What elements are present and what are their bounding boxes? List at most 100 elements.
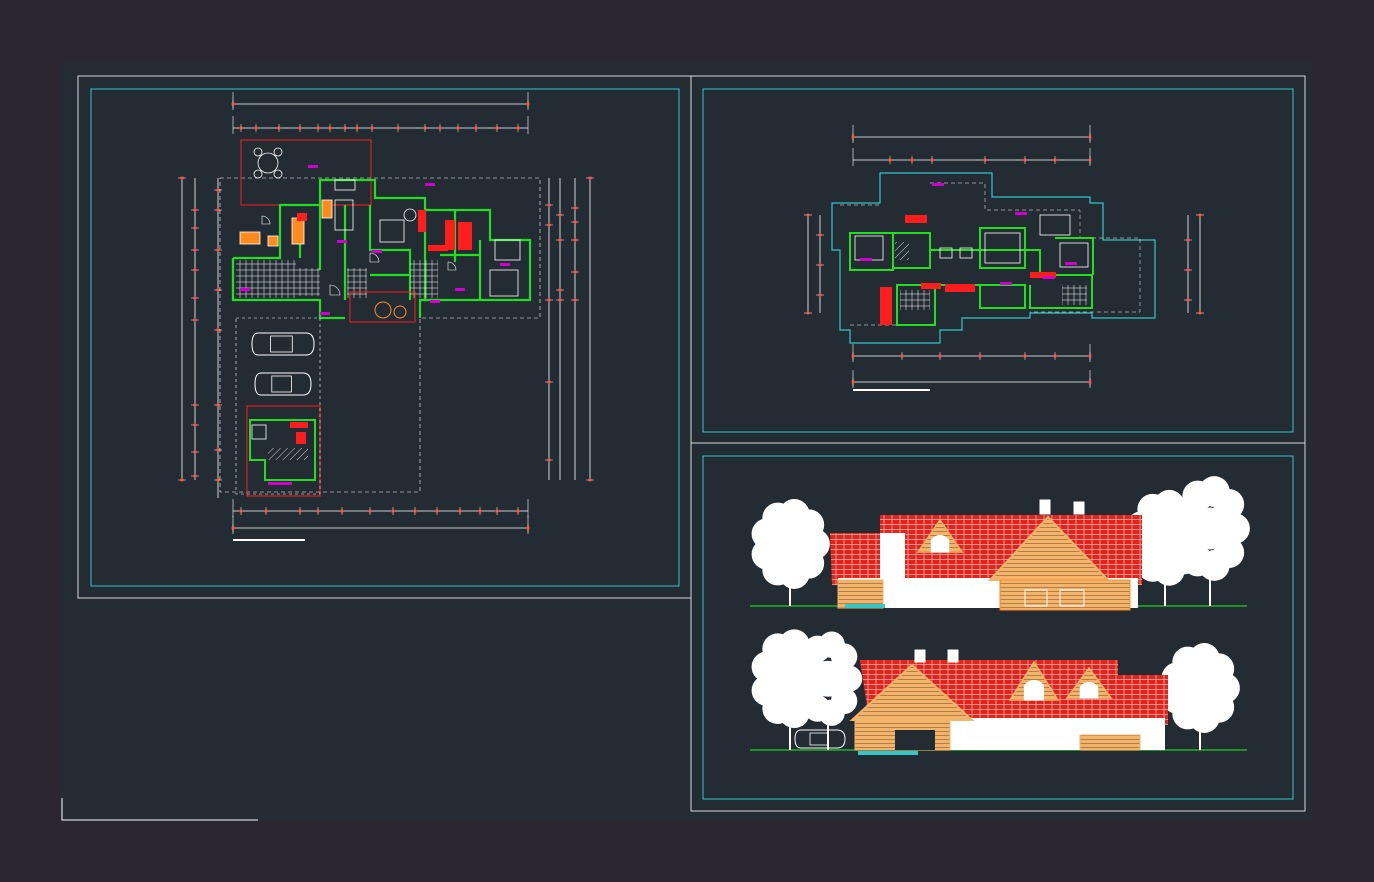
sheet-frames bbox=[77, 75, 1306, 812]
car-roof bbox=[809, 732, 828, 746]
chair-2 bbox=[959, 247, 973, 259]
patio-chair bbox=[253, 169, 263, 179]
door-swing-icon bbox=[329, 284, 341, 296]
room-tag bbox=[1000, 282, 1012, 285]
red-block-upper-2 bbox=[921, 283, 941, 289]
patio-table bbox=[257, 152, 279, 174]
tree-foliage bbox=[1179, 667, 1221, 709]
carport-opening bbox=[895, 730, 935, 750]
lower-timber bbox=[1079, 734, 1141, 751]
room-tag bbox=[425, 183, 435, 186]
dormer-window bbox=[1023, 679, 1045, 701]
bath-tile-upper-2 bbox=[1062, 285, 1087, 305]
sideboard bbox=[321, 199, 333, 219]
annex-red bbox=[296, 432, 306, 444]
dining-table bbox=[291, 217, 305, 245]
bed-master bbox=[379, 219, 405, 243]
car-body bbox=[254, 372, 312, 396]
sheet-frame-bottom-right bbox=[690, 442, 1306, 812]
annex-red-2 bbox=[290, 422, 308, 428]
bath-tile-upper bbox=[900, 290, 930, 310]
dormer bbox=[1065, 666, 1113, 699]
steps bbox=[845, 604, 885, 608]
room-tag bbox=[455, 288, 465, 291]
chimney bbox=[1039, 499, 1051, 515]
armchair bbox=[403, 208, 417, 222]
door-swing-icon bbox=[369, 252, 380, 263]
wall-segment bbox=[880, 533, 905, 578]
room-tag bbox=[932, 183, 944, 186]
kitchen-tile-floor bbox=[236, 260, 296, 298]
room-tag bbox=[1043, 276, 1055, 279]
bed-guest bbox=[489, 269, 519, 297]
room-tag bbox=[860, 258, 872, 261]
tree-icon bbox=[751, 499, 830, 606]
viewport-frame-plan1 bbox=[90, 88, 680, 587]
red-block-upper-3 bbox=[1030, 272, 1056, 278]
room-tag bbox=[372, 250, 382, 253]
entry-porch bbox=[349, 291, 416, 323]
steps-2 bbox=[858, 751, 918, 755]
window bbox=[1059, 589, 1085, 607]
property-line bbox=[219, 177, 541, 493]
room-tag bbox=[308, 165, 318, 168]
chimney bbox=[914, 649, 926, 663]
dormer bbox=[1008, 660, 1060, 701]
tree-foliage bbox=[1189, 507, 1231, 550]
tree-icon bbox=[1161, 643, 1240, 750]
viewport-frame-elevations bbox=[702, 455, 1294, 800]
red-block-upper-4 bbox=[945, 284, 975, 292]
room-tag bbox=[337, 240, 347, 243]
dormer-window bbox=[930, 535, 950, 553]
annex-hatch bbox=[268, 448, 308, 460]
red-wall-upper bbox=[880, 287, 892, 325]
stair-tile bbox=[347, 268, 367, 298]
room-tag bbox=[1065, 262, 1077, 265]
tree-foliage bbox=[810, 660, 846, 697]
car-roof bbox=[270, 335, 293, 353]
car-icon bbox=[794, 729, 846, 749]
car-body bbox=[251, 332, 315, 356]
tree-foliage bbox=[1152, 494, 1178, 520]
bed-upper-2 bbox=[1059, 242, 1089, 268]
tree-foliage bbox=[1187, 647, 1213, 673]
tree-foliage bbox=[1197, 480, 1223, 507]
upper-floor-plan[interactable] bbox=[804, 125, 1204, 391]
roof-outline bbox=[831, 172, 1156, 344]
hall-tile-floor bbox=[296, 268, 320, 296]
room-tag bbox=[500, 263, 510, 266]
viewport-frame-plan2 bbox=[702, 88, 1294, 433]
wall-ground-5 bbox=[370, 253, 480, 277]
wardrobe-red bbox=[418, 210, 426, 232]
car-body bbox=[794, 729, 846, 749]
patio-chair bbox=[253, 147, 263, 157]
elevations[interactable] bbox=[750, 476, 1250, 755]
counter-red bbox=[428, 245, 448, 251]
car-icon bbox=[254, 372, 312, 396]
tree-foliage bbox=[777, 633, 803, 660]
car-roof bbox=[271, 375, 292, 393]
roof-top-1 bbox=[880, 515, 1142, 533]
door-swing-icon bbox=[261, 215, 271, 225]
red-block-upper bbox=[905, 215, 927, 223]
wall-ground-1 bbox=[233, 178, 532, 318]
kitchen-island bbox=[239, 231, 261, 245]
ground-floor-plan[interactable] bbox=[178, 92, 594, 541]
tree-foliage bbox=[769, 523, 811, 565]
chair bbox=[939, 247, 953, 259]
closet-red bbox=[445, 220, 455, 250]
bed-double bbox=[494, 239, 521, 261]
chimney-2 bbox=[1073, 501, 1085, 515]
planter-2 bbox=[393, 305, 407, 319]
window bbox=[1044, 737, 1060, 749]
coffee-table bbox=[334, 199, 354, 231]
wall-upper-4 bbox=[1055, 237, 1094, 275]
room-tag bbox=[268, 482, 292, 485]
tree-foliage bbox=[777, 503, 803, 529]
door-swing-icon bbox=[447, 261, 457, 271]
closet-red-2 bbox=[458, 222, 472, 250]
room-tag bbox=[320, 312, 330, 315]
kitchen-stool bbox=[267, 235, 279, 247]
